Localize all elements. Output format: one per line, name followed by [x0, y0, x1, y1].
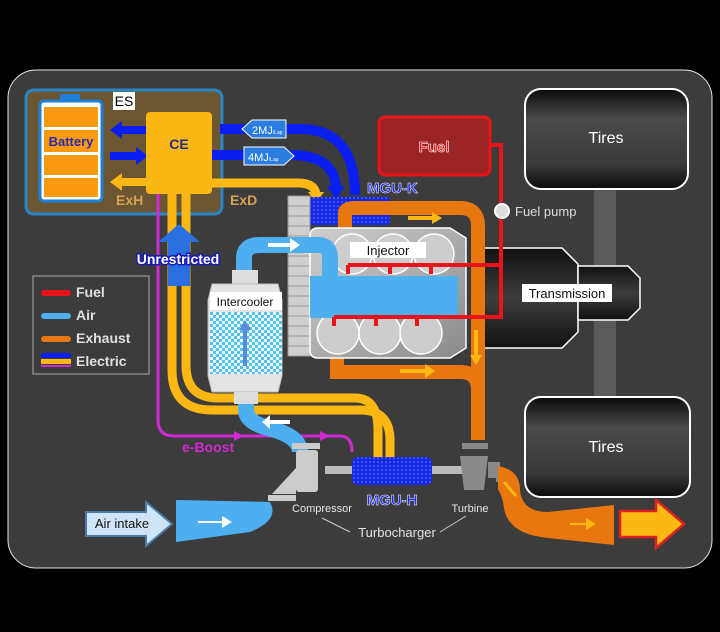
legend: Fuel Air Exhaust Electric — [32, 275, 150, 375]
legend-swatch-exhaust — [41, 336, 71, 342]
fuel-tank-label: Fuel — [419, 139, 450, 156]
intercooler: Intercooler — [207, 270, 283, 404]
legend-label-air: Air — [76, 307, 96, 323]
air-intake-flow-arrow — [198, 516, 232, 528]
mj4-badge: 4MJ/Lap — [243, 146, 295, 166]
battery: Battery — [38, 94, 104, 203]
fuel-pump: Fuel pump — [494, 203, 576, 219]
tire-bottom-label: Tires — [589, 439, 624, 456]
e-boost-arrowheads — [234, 431, 330, 441]
mgu-k-arrowhead — [327, 186, 345, 200]
mgu-k-feed-line-1 — [220, 124, 360, 196]
exh-arrow — [110, 173, 148, 191]
exd-label: ExD — [230, 192, 257, 208]
legend-swatch-electric-magenta — [41, 365, 71, 367]
mgu-k-label: MGU-K — [367, 180, 418, 197]
exhaust-flow-arrow-2 — [400, 364, 435, 378]
fuel-pump-icon — [494, 203, 510, 219]
exhaust-flow-arrow-3 — [470, 330, 482, 365]
e-boost-line — [156, 194, 354, 453]
mgu-h-label: MGU-H — [367, 492, 418, 509]
mj2-badge: 2MJ/Lap — [241, 119, 287, 139]
turbocharger-label: Turbocharger — [358, 525, 436, 540]
radiator — [287, 195, 311, 357]
tire-top-label: Tires — [589, 130, 624, 147]
mgu-h-block — [352, 457, 432, 485]
injector-nozzles — [332, 265, 433, 326]
intercooler-flow-arrow — [239, 320, 251, 366]
air-flow-arrow-return — [262, 415, 290, 429]
mj2-unit: /Lap — [273, 130, 283, 136]
legend-swatch-electric-yellow — [41, 359, 71, 364]
exhaust-flow-arrow-4 — [502, 481, 518, 497]
svg-text:4MJ/Lap: 4MJ/Lap — [248, 152, 279, 164]
tire-bottom: Tires — [524, 396, 691, 498]
exh-label: ExH — [116, 192, 143, 208]
es-label: ES — [115, 93, 134, 109]
legend-label-electric: Electric — [76, 353, 127, 369]
air-intake-label: Air intake — [95, 516, 149, 531]
exhaust-exit-arrow — [618, 497, 686, 551]
svg-text:2MJ/Lap: 2MJ/Lap — [252, 125, 283, 137]
exhaust-flow-arrow-5 — [570, 518, 596, 530]
unrestricted-arrow — [158, 224, 200, 286]
air-duct-to-intercooler — [238, 404, 308, 454]
transmission-label: Transmission — [529, 286, 606, 301]
exhaust-outlet-duct — [498, 466, 614, 545]
compressor-label: Compressor — [292, 503, 352, 515]
turbine-label: Turbine — [452, 503, 489, 515]
battery-label: Battery — [49, 134, 95, 149]
turbocharger-leader-lines — [321, 515, 467, 533]
legend-label-exhaust: Exhaust — [76, 330, 131, 346]
air-flow-arrow-top — [268, 238, 300, 252]
mj4-unit: /Lap — [269, 157, 279, 163]
ce-to-battery-arrow — [110, 121, 148, 139]
mj2-value: 2MJ — [252, 125, 273, 137]
exhaust-bottom-manifold — [330, 355, 485, 391]
injector-label: Injector — [367, 243, 410, 258]
intercooler-label: Intercooler — [217, 295, 274, 309]
engine-block: Injector — [309, 227, 467, 359]
legend-label-fuel: Fuel — [76, 284, 105, 300]
exhaust-top-manifold — [338, 201, 485, 440]
fuel-pump-label: Fuel pump — [515, 204, 576, 219]
legend-swatch-electric-blue — [41, 353, 71, 358]
transmission: Transmission — [483, 247, 641, 349]
e-boost-label: e-Boost — [182, 439, 234, 455]
legend-swatch-fuel — [41, 290, 71, 296]
mgu-h-line-outer — [167, 194, 395, 458]
unrestricted-label: Unrestricted — [137, 251, 219, 267]
legend-swatch-air — [41, 313, 71, 319]
compressor: Compressor — [268, 443, 352, 515]
control-electronics: CE — [146, 112, 212, 194]
ce-label: CE — [169, 136, 188, 152]
mgu-h-line-inner — [181, 194, 383, 458]
air-intake[interactable]: Air intake — [85, 499, 174, 549]
fuel-tank: Fuel — [377, 115, 492, 177]
battery-to-ce-arrow — [110, 147, 148, 165]
exhaust-flow-arrow-1 — [408, 212, 442, 224]
mj4-value: 4MJ — [248, 152, 269, 164]
tire-top: Tires — [524, 88, 689, 190]
